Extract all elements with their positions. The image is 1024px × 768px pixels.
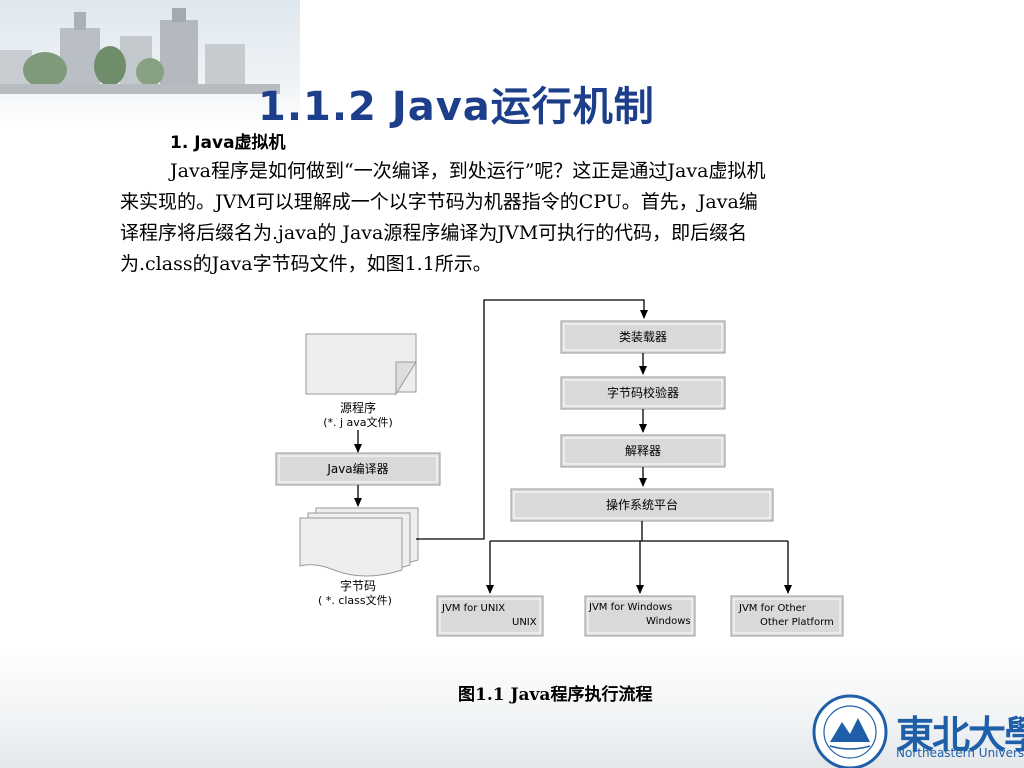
jvm-other-box <box>730 595 844 637</box>
body-paragraph: Java程序是如何做到“一次编译，到处运行”呢？这正是通过Java虚拟机 来实现… <box>120 156 988 280</box>
java-compiler-label: Java编译器 <box>326 461 388 476</box>
jvm-windows-line1: JVM for Windows <box>588 602 672 613</box>
paragraph-line-1: Java程序是如何做到“一次编译，到处运行”呢？这正是通过Java虚拟机 <box>170 160 766 182</box>
java-compiler-box <box>275 452 441 486</box>
jvm-windows-line2: Windows <box>646 616 691 627</box>
class-loader-box <box>560 320 726 354</box>
source-file-icon <box>305 333 417 396</box>
campus-buildings-illustration <box>0 8 280 94</box>
os-platform-label: 操作系统平台 <box>606 497 678 512</box>
class-loader-label: 类装载器 <box>619 330 667 344</box>
interpreter-label: 解释器 <box>625 444 661 458</box>
university-seal-icon <box>812 694 888 768</box>
paragraph-line-4: 为.class的Java字节码文件，如图1.1所示。 <box>120 253 492 275</box>
source-program-label: 源程序 <box>340 400 376 415</box>
interpreter-box <box>560 434 726 468</box>
bytecode-files-icon <box>299 507 419 577</box>
campus-header-photo <box>0 0 300 130</box>
os-platform-box <box>510 488 774 522</box>
figure-caption: 图1.1 Java程序执行流程 <box>458 685 653 705</box>
jvm-unix-line1: JVM for UNIX <box>441 603 505 614</box>
jvm-other-line2: Other Platform <box>760 617 834 628</box>
bytecode-file-ext-label: ( *. class文件) <box>318 593 392 607</box>
arrow-bytecode-to-classloader <box>416 299 648 540</box>
university-name-logo: 東北大學 <box>896 712 1024 757</box>
jvm-unix-box <box>436 595 544 637</box>
paragraph-line-3: 译程序将后缀名为.java的 Java源程序编译为JVM可执行的代码，即后缀名 <box>120 222 748 244</box>
university-english-name: Northeastern University <box>896 746 1024 760</box>
paragraph-line-2: 来实现的。JVM可以理解成一个以字节码为机器指令的CPU。首先，Java编 <box>120 191 758 213</box>
slide-title: 1.1.2 Java运行机制 <box>258 84 655 130</box>
jvm-other-line1: JVM for Other <box>738 603 807 614</box>
source-file-ext-label: (*. j ava文件) <box>323 415 393 429</box>
bytecode-verifier-label: 字节码校验器 <box>607 385 679 400</box>
bytecode-label: 字节码 <box>340 578 376 593</box>
bytecode-verifier-box <box>560 376 726 410</box>
section-subheading: 1. Java虚拟机 <box>170 133 286 153</box>
jvm-windows-box <box>584 595 696 637</box>
jvm-unix-line2: UNIX <box>512 617 537 628</box>
